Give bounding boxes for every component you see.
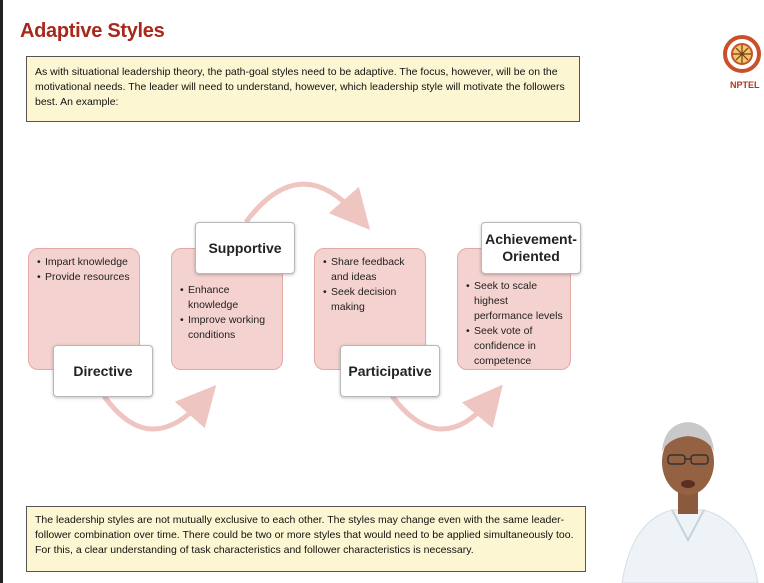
supportive-label: Supportive bbox=[195, 222, 295, 274]
bullet-item: Improve working conditions bbox=[180, 313, 276, 343]
bullet-item: Seek vote of confidence in competence bbox=[466, 324, 564, 369]
speaker-video bbox=[612, 400, 764, 583]
intro-box: As with situational leadership theory, t… bbox=[26, 56, 580, 122]
nptel-logo-text: NPTEL bbox=[730, 80, 760, 90]
conclusion-box: The leadership styles are not mutually e… bbox=[26, 506, 586, 572]
nptel-logo-icon bbox=[723, 35, 761, 73]
bullet-item: Impart knowledge bbox=[37, 255, 133, 270]
arrow-supportive-to-participative bbox=[244, 181, 371, 231]
slide-title: Adaptive Styles bbox=[20, 20, 165, 42]
bullet-item: Share feedback and ideas bbox=[323, 255, 419, 285]
left-border bbox=[0, 0, 3, 583]
arrow-participative-to-achievement bbox=[390, 384, 503, 432]
arrow-directive-to-supportive bbox=[101, 385, 217, 432]
achievement-label: Achievement-Oriented bbox=[481, 222, 581, 274]
bullet-item: Seek decision making bbox=[323, 285, 419, 315]
bullet-item: Provide resources bbox=[37, 270, 133, 285]
bullet-item: Seek to scale highest performance levels bbox=[466, 279, 564, 324]
directive-label: Directive bbox=[53, 345, 153, 397]
participative-label: Participative bbox=[340, 345, 440, 397]
bullet-item: Enhance knowledge bbox=[180, 283, 276, 313]
